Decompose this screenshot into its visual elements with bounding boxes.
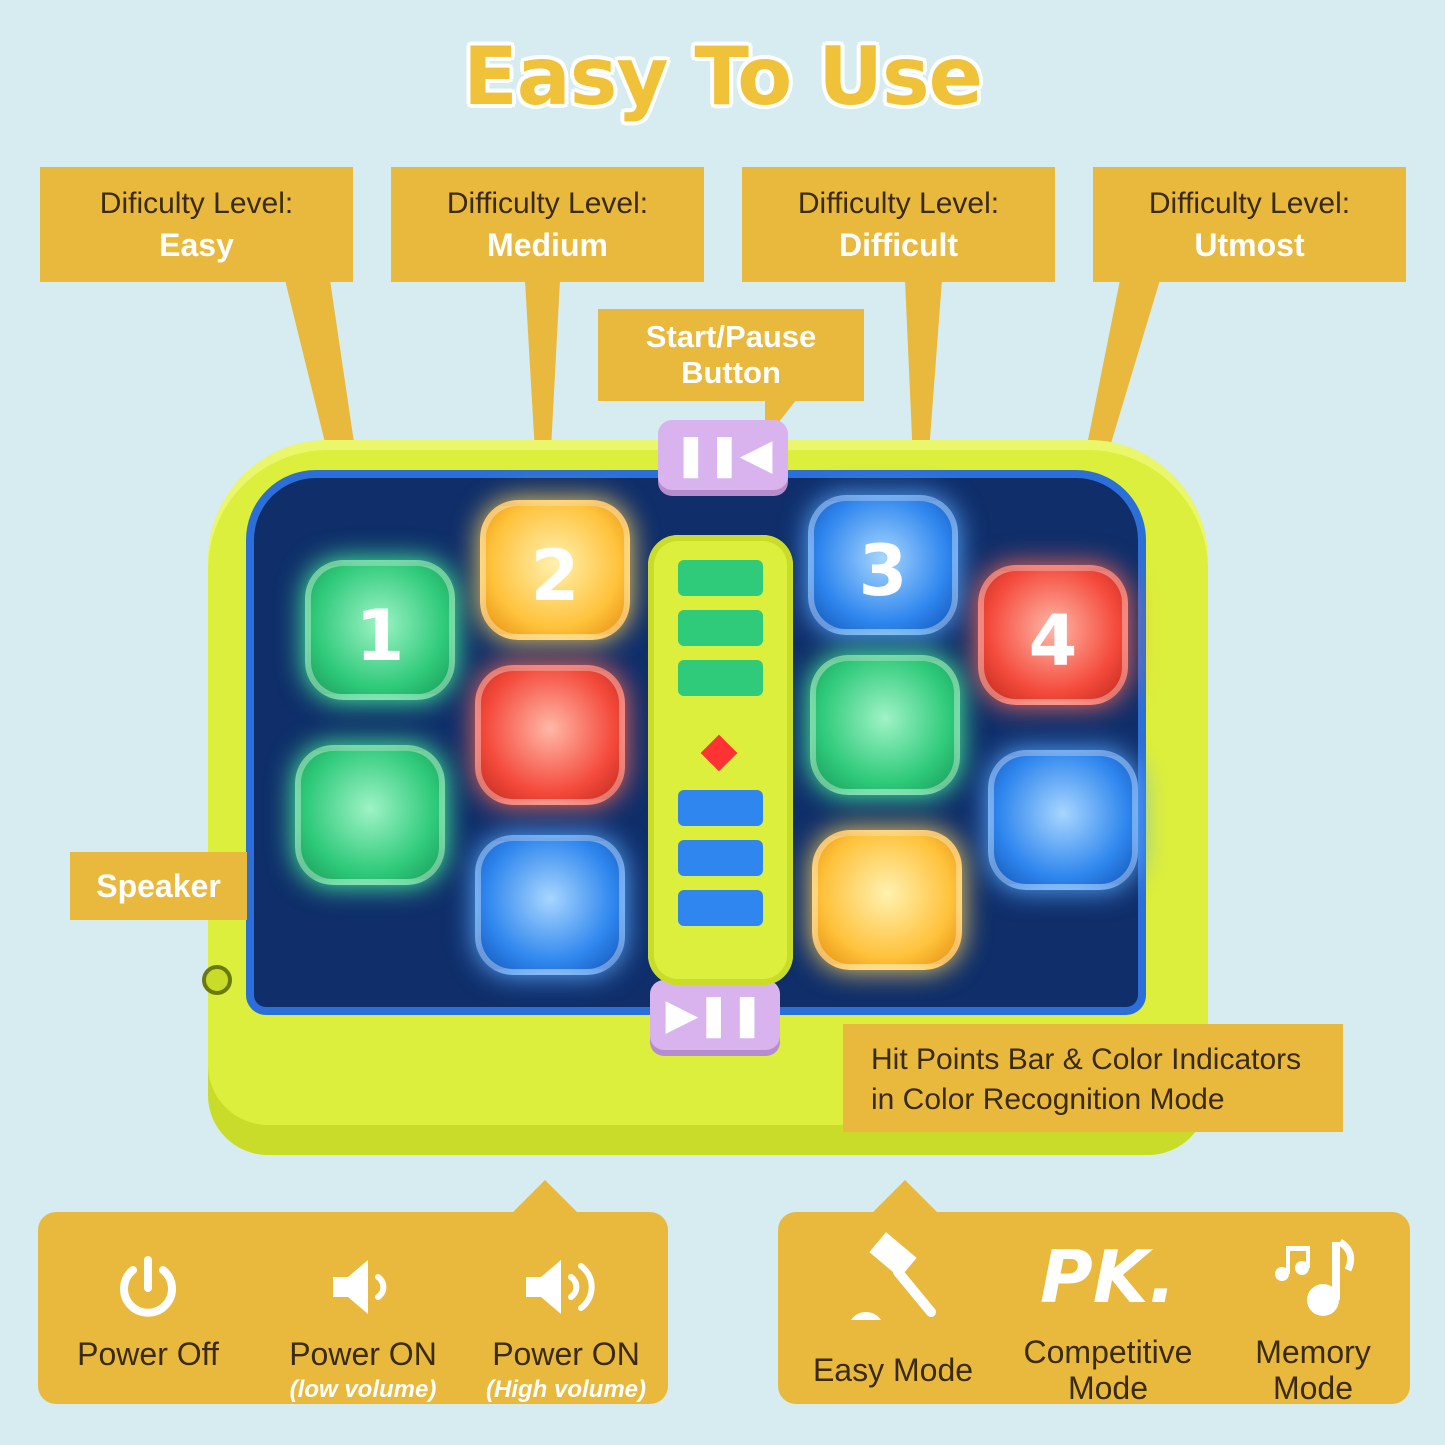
start-pause-label: Start/Pause Button	[598, 309, 864, 401]
speaker-high-icon	[486, 1212, 646, 1322]
level-difficult-label: Difficulty Level: Difficult	[742, 167, 1055, 282]
speaker-grille	[202, 965, 232, 995]
level-medium-label: Difficulty Level: Medium	[391, 167, 704, 282]
pad-blue-bottom[interactable]	[475, 835, 625, 975]
easy-mode-item: Easy Mode	[798, 1212, 988, 1388]
music-note-icon	[1233, 1212, 1393, 1322]
start-pause-button[interactable]: ❚❚◀	[658, 420, 788, 490]
pad-green-left[interactable]	[295, 745, 445, 885]
hit-points-label: Hit Points Bar & Color Indicators in Col…	[843, 1024, 1343, 1132]
speaker-label: Speaker	[70, 852, 247, 920]
modes-panel: Easy Mode PK. Competitive Mode Memory Mo…	[778, 1212, 1410, 1406]
power-low-label: Power ON	[289, 1336, 437, 1372]
indicator-green-1	[678, 560, 763, 596]
power-icon	[68, 1212, 228, 1322]
level-utmost-value: Utmost	[1194, 227, 1305, 263]
play-pause-button[interactable]: ▶❚❚	[650, 980, 780, 1050]
power-low-item: Power ON (low volume)	[278, 1212, 448, 1404]
hit-points-bar	[648, 535, 793, 985]
hit-points-line1: Hit Points Bar & Color Indicators	[871, 1043, 1302, 1076]
level-utmost-label: Difficulty Level: Utmost	[1093, 167, 1406, 282]
power-high-sub: (High volume)	[486, 1376, 646, 1403]
easy-mode-label: Easy Mode	[812, 1352, 974, 1388]
indicator-green-3	[678, 660, 763, 696]
power-off-label: Power Off	[77, 1336, 219, 1372]
memory-mode-label2: Mode	[1272, 1370, 1354, 1406]
competitive-mode-item: PK. Competitive Mode	[1008, 1212, 1208, 1406]
start-pause-line2: Button	[681, 355, 781, 390]
pointer-modes	[870, 1180, 940, 1215]
power-off-item: Power Off	[68, 1212, 228, 1372]
pad-4[interactable]: 4	[978, 565, 1128, 705]
level-utmost-title: Difficulty Level:	[1148, 187, 1351, 220]
pad-1[interactable]: 1	[305, 560, 455, 700]
level-easy-value: Easy	[159, 227, 234, 263]
game-device: ❚❚◀ ▶❚❚ 1 2 3 4	[180, 420, 1230, 1160]
pad-red-center[interactable]	[475, 665, 625, 805]
pad-3[interactable]: 3	[808, 495, 958, 635]
indicator-blue-1	[678, 790, 763, 826]
indicator-blue-2	[678, 840, 763, 876]
indicator-green-2	[678, 610, 763, 646]
memory-mode-item: Memory Mode	[1233, 1212, 1393, 1406]
level-medium-title: Difficulty Level:	[446, 187, 649, 220]
competitive-mode-label: Competitive	[1023, 1334, 1193, 1370]
power-high-item: Power ON (High volume)	[486, 1212, 646, 1404]
pointer-medium	[525, 280, 560, 505]
level-easy-title: Dificulty Level:	[99, 187, 294, 220]
power-panel: Power Off Power ON (low volume) Power ON…	[38, 1212, 668, 1404]
pointer-power	[510, 1180, 580, 1215]
level-difficult-value: Difficult	[838, 227, 959, 263]
pad-green-center[interactable]	[810, 655, 960, 795]
competitive-mode-label2: Mode	[1067, 1370, 1149, 1406]
pk-text: PK.	[1040, 1235, 1176, 1319]
pad-yellow-bottom[interactable]	[812, 830, 962, 970]
level-medium-value: Medium	[487, 227, 608, 263]
pad-2[interactable]: 2	[480, 500, 630, 640]
pad-blue-right[interactable]	[988, 750, 1138, 890]
power-high-label: Power ON	[492, 1336, 640, 1372]
hit-points-line2: in Color Recognition Mode	[871, 1083, 1225, 1116]
page-title: Easy To Use	[463, 30, 983, 123]
speaker-low-icon	[278, 1212, 448, 1322]
power-low-sub: (low volume)	[289, 1376, 437, 1403]
pk-icon: PK.	[1008, 1212, 1208, 1322]
level-easy-label: Dificulty Level: Easy	[40, 167, 353, 282]
start-pause-line1: Start/Pause	[645, 319, 817, 354]
hammer-icon	[798, 1212, 988, 1322]
level-difficult-title: Difficulty Level:	[797, 187, 1000, 220]
indicator-red-diamond	[700, 734, 738, 772]
indicator-blue-3	[678, 890, 763, 926]
memory-mode-label: Memory	[1255, 1334, 1371, 1370]
